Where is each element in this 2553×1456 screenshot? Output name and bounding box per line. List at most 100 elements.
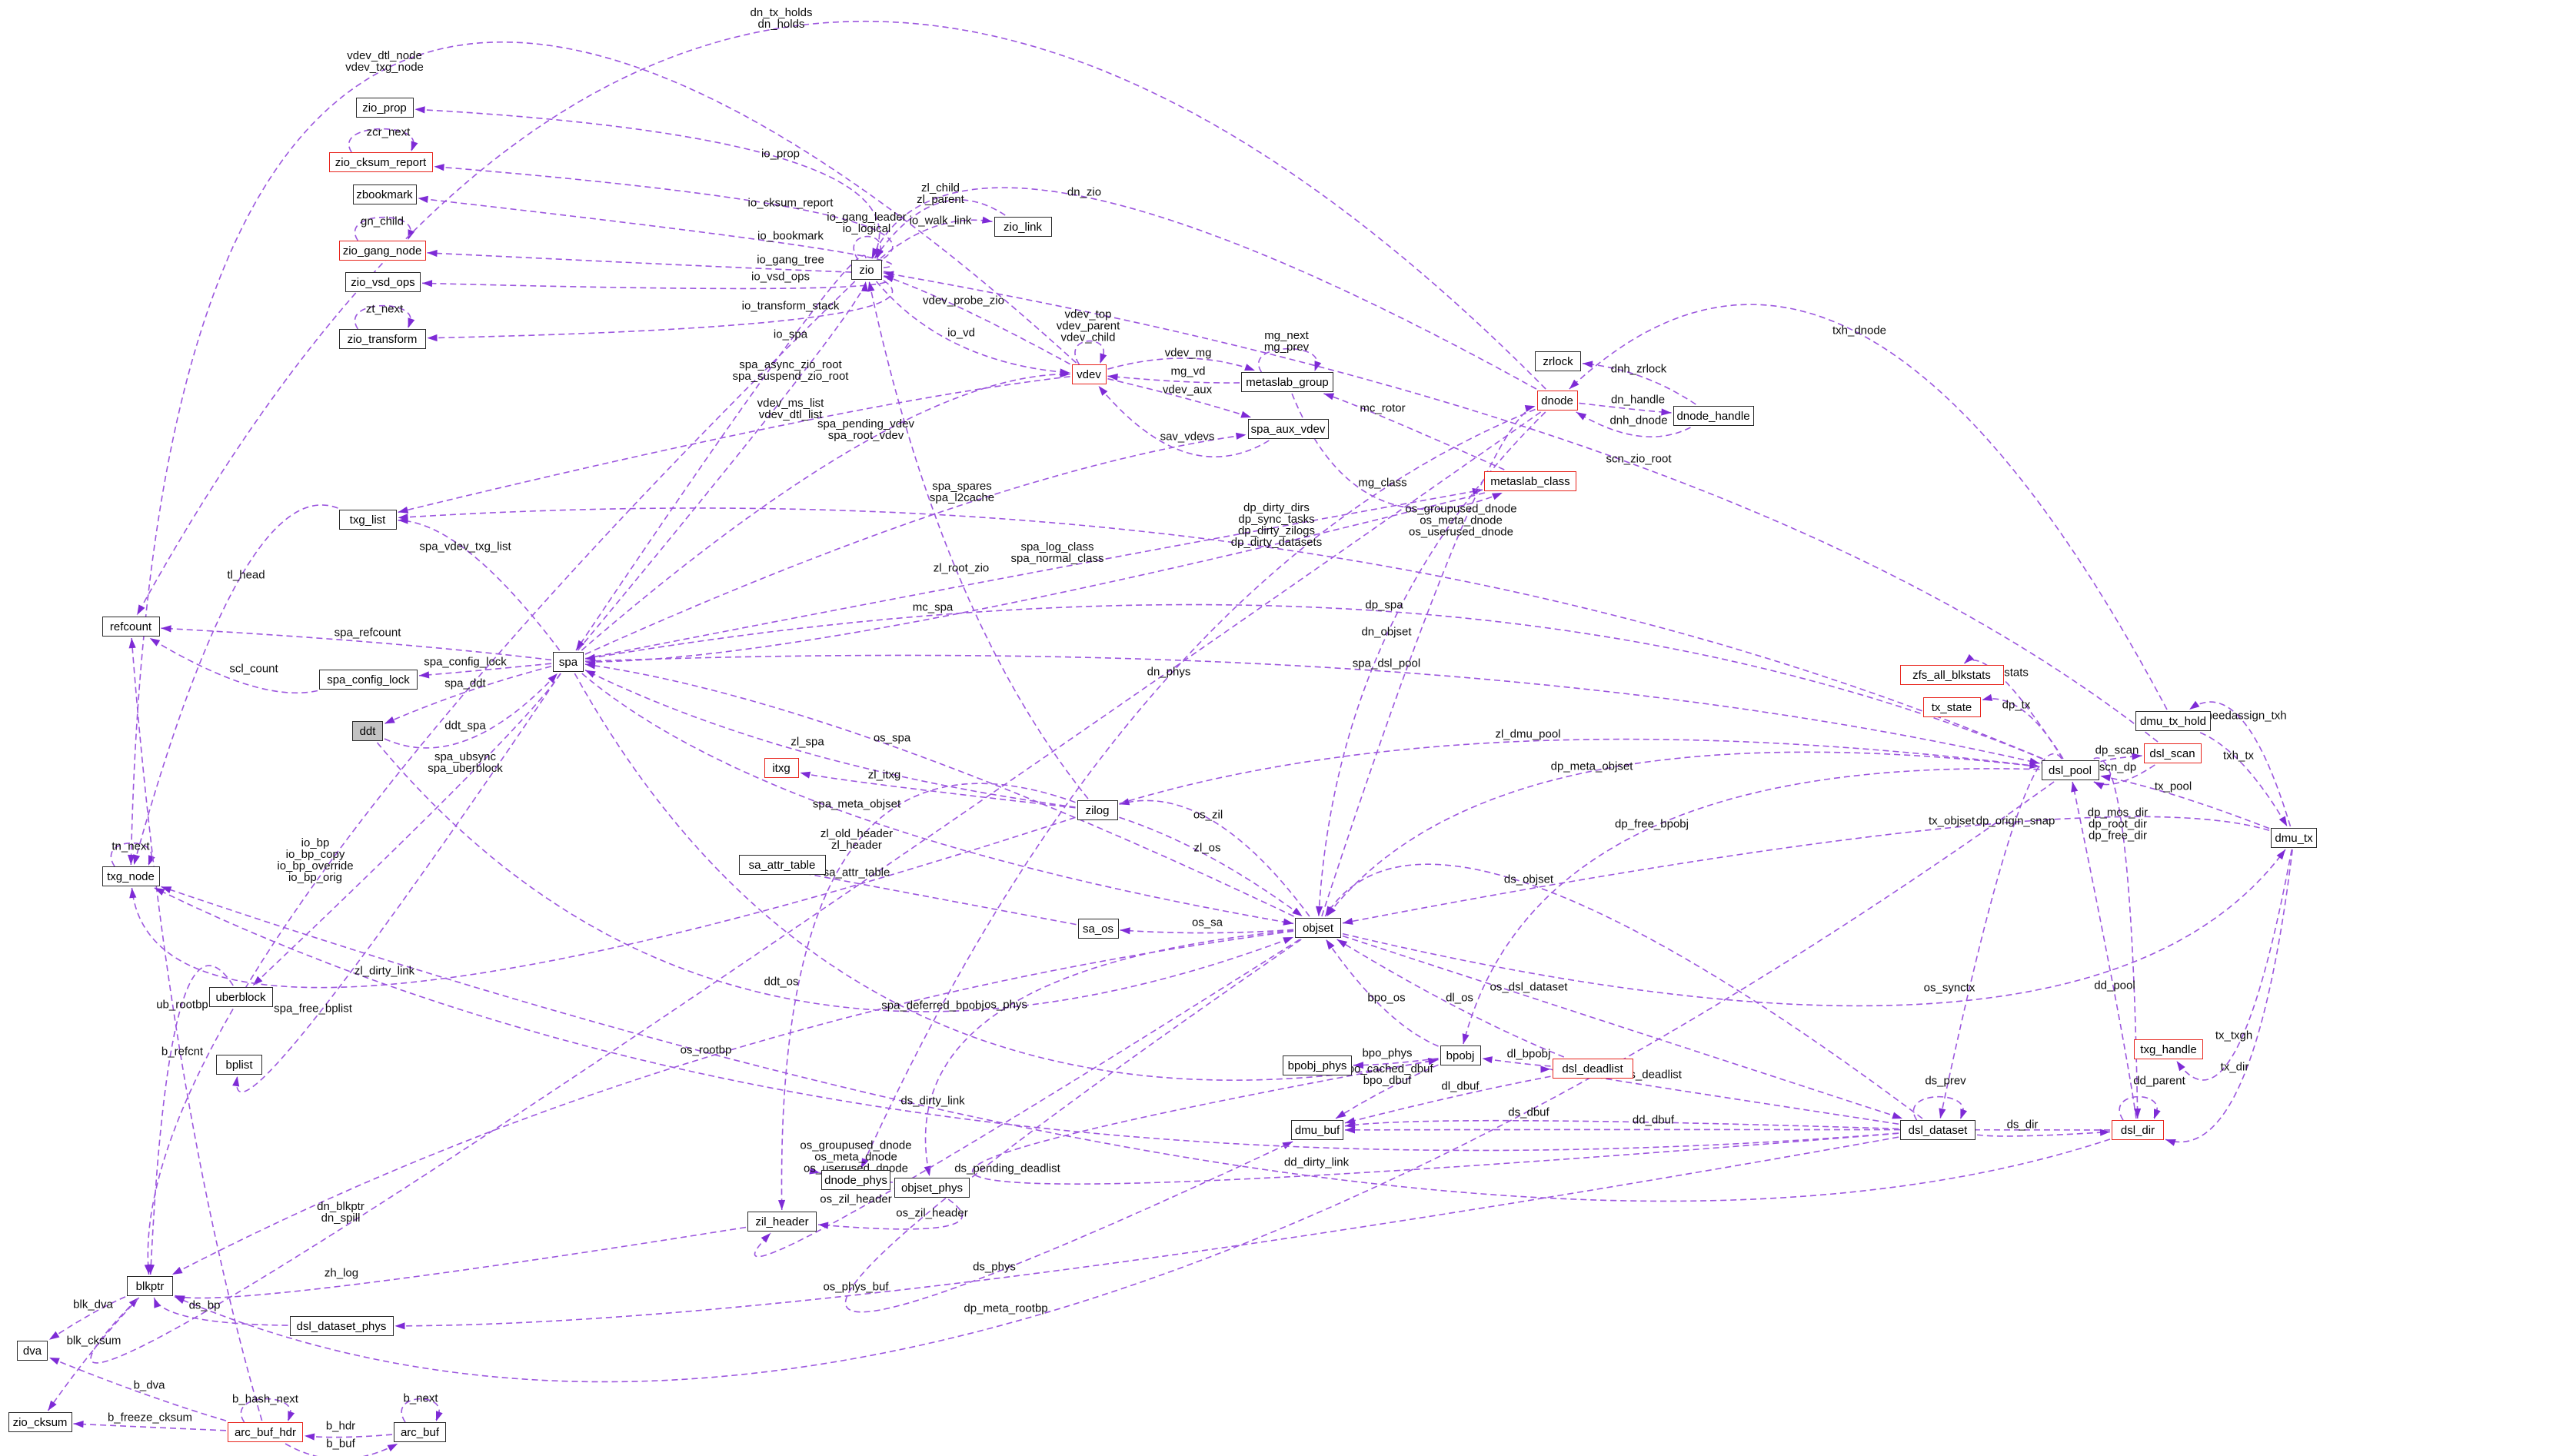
edge-dnode-dnode_handle [1579,402,1672,414]
edge-bpobj-dmu_buf-arrowhead [1336,1110,1346,1119]
node-dsl_dir[interactable]: dsl_dir [2112,1120,2164,1140]
node-arc_buf_hdr[interactable]: arc_buf_hdr [228,1422,303,1442]
node-zio_cksum[interactable]: zio_cksum [8,1412,72,1432]
edge-zio-zio_link-arrowhead [981,216,993,224]
edge-spa_config_lock-refcount-arrowhead [149,638,161,647]
edge-vdev-zio [883,274,1070,365]
edge-vdev-txg_node [130,41,1077,866]
edge-objset-objset_phys [924,929,1294,1177]
node-objset_phys[interactable]: objset_phys [894,1178,970,1198]
edge-objset-dnode [1321,405,1536,917]
node-bplist[interactable]: bplist [216,1055,262,1075]
node-label: uberblock [215,990,266,1004]
edge-metaslab_group-vdev [1107,375,1240,384]
edge-dsl_dir-dmu_buf-arrowhead [1345,1126,1356,1134]
edge-arc_buf-arc_buf_hdr-arrowhead [305,1433,315,1441]
node-label: bpobj [1446,1049,1475,1062]
node-zio_vsd_ops[interactable]: zio_vsd_ops [345,272,421,292]
node-zio_cksum_report[interactable]: zio_cksum_report [328,152,433,172]
node-refcount[interactable]: refcount [102,617,160,637]
edge-spa-dsl_pool [584,654,2040,764]
edge-zio_link-zio [874,199,1006,259]
edge-dnode-dnode_phys-arrowhead [860,1158,869,1168]
node-zio_prop[interactable]: zio_prop [355,98,414,118]
node-txg_list[interactable]: txg_list [338,510,397,530]
node-metaslab_class[interactable]: metaslab_class [1484,471,1576,491]
node-bpobj[interactable]: bpobj [1440,1045,1481,1065]
node-metaslab_group[interactable]: metaslab_group [1241,372,1333,392]
edge-vdev-spa_aux_vdev-arrowhead [1240,411,1252,418]
edge-zilog-dsl_pool-arrowhead [2029,762,2040,770]
edge-zilog-zio [868,281,1089,799]
node-dnode_handle[interactable]: dnode_handle [1673,406,1754,426]
node-zbookmark[interactable]: zbookmark [352,184,417,204]
node-label: spa_config_lock [327,673,410,686]
node-zilog[interactable]: zilog [1077,800,1118,820]
node-blkptr[interactable]: blkptr [127,1276,173,1296]
edge-dsl_dataset_phys-blkptr-arrowhead [154,1298,161,1308]
node-txg_node[interactable]: txg_node [102,866,160,886]
edge-zio_cksum_report-zio_cksum_report [348,128,414,153]
node-label: sa_attr_table [748,858,816,872]
node-label: dsl_scan [2149,746,2195,760]
node-label: dnode [1541,394,1573,407]
node-zio_transform[interactable]: zio_transform [338,329,426,349]
edge-spa-bpobj [574,673,1439,1081]
node-zio_gang_node[interactable]: zio_gang_node [338,241,426,261]
node-bpobj_phys[interactable]: bpobj_phys [1283,1055,1352,1075]
edge-dsl_pool-bpobj [1463,768,2040,1045]
edge-zilog-zio-arrowhead [867,281,875,292]
node-spa_config_lock[interactable]: spa_config_lock [319,670,418,690]
node-dsl_dataset_phys[interactable]: dsl_dataset_phys [289,1316,394,1336]
edge-objset-dsl_dataset [1342,935,1903,1119]
node-zrlock[interactable]: zrlock [1535,351,1581,371]
node-dsl_dataset[interactable]: dsl_dataset [1900,1120,1975,1140]
edge-dsl_dataset-dsl_deadlist-arrowhead [1540,1065,1551,1073]
edge-dnode_handle-zrlock-arrowhead [1583,361,1593,368]
node-objset[interactable]: objset [1295,918,1341,938]
edge-dsl_dataset-dsl_dir [1976,1131,2111,1137]
node-spa_aux_vdev[interactable]: spa_aux_vdev [1247,419,1329,439]
node-dmu_buf[interactable]: dmu_buf [1291,1120,1343,1140]
node-sa_attr_table[interactable]: sa_attr_table [738,855,826,875]
node-dnode_phys[interactable]: dnode_phys [821,1170,890,1190]
node-zfs_all_blkstats[interactable]: zfs_all_blkstats [1899,665,2004,685]
node-dmu_tx_hold[interactable]: dmu_tx_hold [2135,711,2211,731]
node-label: zio [859,263,874,277]
node-label: zrlock [1543,354,1573,368]
node-dsl_scan[interactable]: dsl_scan [2143,743,2202,763]
node-zio_link[interactable]: zio_link [994,217,1052,237]
node-txg_handle[interactable]: txg_handle [2134,1039,2203,1059]
edge-objset-sa_os [1120,929,1294,934]
node-dsl_deadlist[interactable]: dsl_deadlist [1552,1059,1633,1079]
edge-vdev-vdev [1074,340,1105,365]
edge-zio-zbookmark [418,198,893,269]
node-dva[interactable]: dva [17,1341,48,1361]
node-ddt[interactable]: ddt [352,721,383,741]
node-vdev[interactable]: vdev [1071,364,1107,384]
edge-zio-vdev [875,281,1070,374]
edge-dmu_tx-dsl_dir-arrowhead [2165,1139,2176,1146]
node-dnode[interactable]: dnode [1536,391,1578,411]
node-dsl_pool[interactable]: dsl_pool [2041,760,2099,780]
node-arc_buf[interactable]: arc_buf [394,1422,446,1442]
node-tx_state[interactable]: tx_state [1922,697,1981,717]
edge-dmu_tx-dmu_tx_hold-arrowhead [2189,700,2200,710]
node-dmu_tx[interactable]: dmu_tx [2271,828,2317,848]
node-zio[interactable]: zio [851,260,882,280]
edge-objset-dsl_dataset-arrowhead [1892,1112,1902,1119]
node-spa[interactable]: spa [553,652,584,672]
node-sa_os[interactable]: sa_os [1077,919,1119,939]
edge-zio_cksum_report-zio_cksum_report-arrowhead [411,141,418,151]
node-zil_header[interactable]: zil_header [747,1212,817,1232]
edge-dsl_pool-bpobj-arrowhead [1462,1033,1470,1044]
edge-dsl_dataset-dsl_dataset_phys [394,1136,1899,1327]
edge-zilog-zil_header-arrowhead [777,1199,786,1210]
edge-dsl_pool-blkptr-arrowhead [175,1296,185,1305]
edge-spa-refcount-arrowhead [161,625,171,633]
node-itxg[interactable]: itxg [764,758,799,778]
edge-zio-zbookmark-arrowhead [418,195,428,203]
node-uberblock[interactable]: uberblock [208,987,273,1007]
edge-objset-dmu_buf-arrowhead [1282,1142,1293,1149]
edge-zilog-zil_header [781,783,1076,1211]
